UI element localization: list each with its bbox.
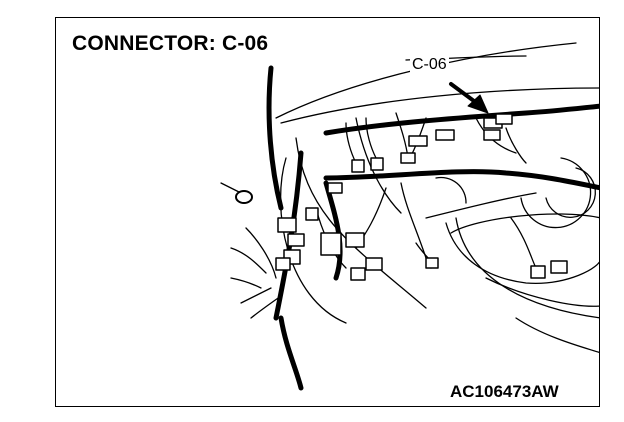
connector <box>408 135 428 147</box>
grommet <box>235 190 253 204</box>
connectors <box>275 113 568 281</box>
dashboard-outline <box>275 42 599 354</box>
connector <box>327 182 343 194</box>
figure-code: AC106473AW <box>450 382 559 401</box>
connector <box>277 217 297 233</box>
callout-arrow <box>449 82 489 114</box>
connector <box>320 232 342 256</box>
connector <box>425 257 439 269</box>
connector <box>275 257 291 271</box>
wiring-harness-illustration <box>220 42 599 391</box>
connector <box>495 113 513 125</box>
figure-title: CONNECTOR: C-06 <box>72 32 269 55</box>
connector <box>400 152 416 164</box>
connector <box>550 260 568 274</box>
figure-frame: CONNECTOR: C-06 C-06 AC106473AW <box>55 17 600 407</box>
connector <box>287 233 305 247</box>
connector <box>365 257 383 271</box>
connector <box>370 157 384 171</box>
connector <box>435 129 455 141</box>
connector <box>345 232 365 248</box>
callout-label: C-06 <box>410 56 449 74</box>
connector <box>530 265 546 279</box>
connector <box>305 207 319 221</box>
main-harness <box>266 65 599 391</box>
connector <box>350 267 366 281</box>
connector <box>483 129 501 141</box>
connector <box>351 159 365 173</box>
